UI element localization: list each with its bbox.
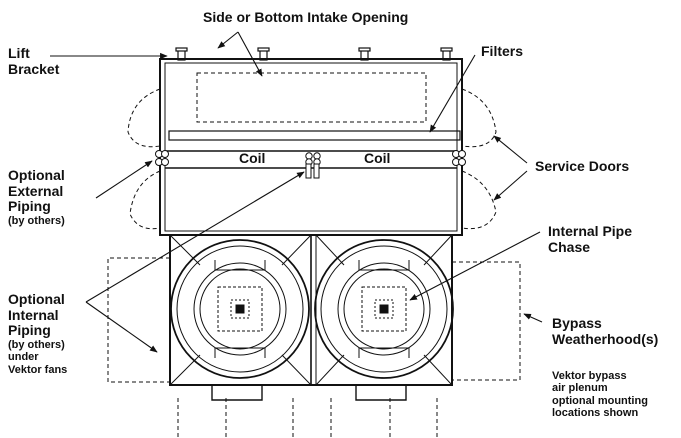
internal-piping-label: Optional Internal Piping (by others) und… [8, 291, 68, 376]
bypass-weatherhoods [107, 257, 521, 438]
external-piping-arrow [95, 160, 153, 199]
filters-label: Filters [481, 43, 524, 59]
internal-piping-arrow-top [85, 171, 305, 303]
intake-arrow-left [217, 31, 239, 49]
internal-piping-arrow-bottom [85, 301, 158, 353]
external-piping [155, 150, 466, 166]
coil-right-label: Coil [364, 150, 391, 166]
intake-label: Side or Bottom Intake Opening [203, 9, 409, 25]
intake-arrow-right [237, 31, 263, 77]
intake-opening [196, 72, 427, 123]
mounting-note: Vektor bypass air plenum optional mounti… [552, 370, 648, 419]
coil-left-label: Coil [239, 150, 266, 166]
fan-section [169, 234, 453, 401]
leader-lines [50, 31, 543, 353]
filter-rack [168, 130, 461, 141]
filters-arrow [429, 54, 476, 133]
internal-piping-center [305, 152, 321, 179]
external-piping-label: Optional External Piping (by others) [8, 167, 65, 228]
bypass-arrow [523, 313, 543, 323]
service-door-arrow-bottom [493, 170, 528, 201]
fan-left [170, 239, 310, 379]
service-door-swings [127, 88, 497, 230]
service-doors-label: Service Doors [535, 158, 630, 174]
lift-brackets [175, 47, 453, 61]
service-door-arrow-top [493, 135, 528, 164]
pipe-chase-arrow [409, 231, 541, 301]
fan-right [314, 239, 454, 379]
upper-housing [159, 58, 463, 236]
